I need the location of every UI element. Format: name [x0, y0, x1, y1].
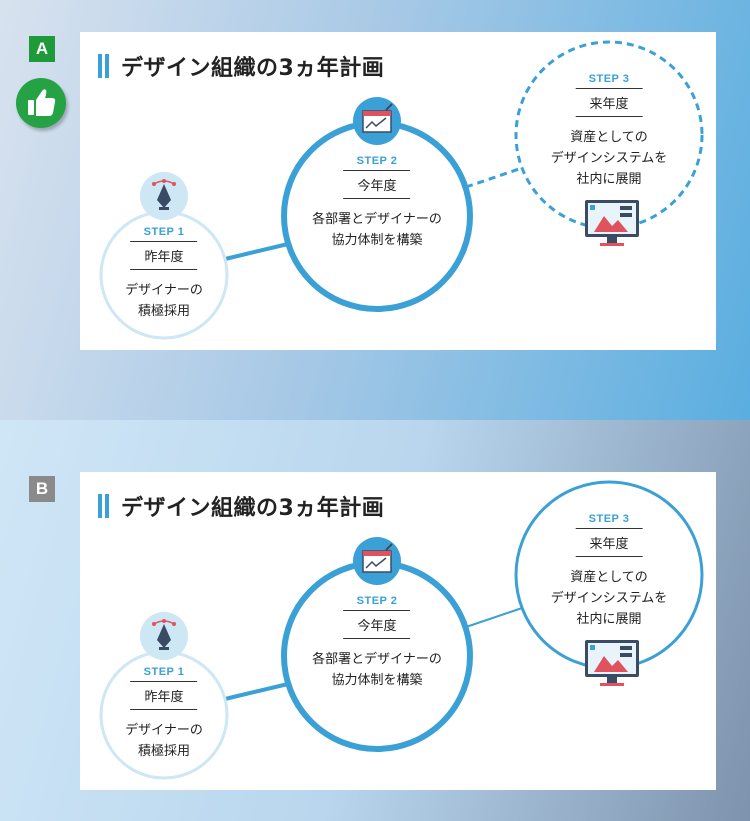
step-year: 今年度: [343, 170, 411, 199]
connector-line-1-2: [224, 682, 289, 701]
step-year: 来年度: [575, 88, 643, 117]
diagram-title-bar: デザイン組織の3ヵ年計画: [98, 50, 384, 82]
step-year: 今年度: [343, 610, 411, 639]
step3-text: STEP 3 来年度 資産としての デザインシステムを 社内に展開: [551, 513, 668, 630]
browser-chart-icon: [353, 97, 401, 145]
option-a-badge: A: [29, 36, 55, 62]
step1-text: STEP 1 昨年度 デザイナーの 積極採用: [125, 666, 203, 762]
monitor-design-icon: [585, 200, 639, 246]
option-b-card: デザイン組織の3ヵ年計画 STEP 1 昨年度 デザイナーの 積極採用 STEP…: [80, 472, 716, 790]
step-description-line: 協力体制を構築: [331, 673, 423, 688]
step-description-line: 社内に展開: [576, 612, 642, 627]
monitor-design-icon: [585, 640, 639, 686]
step-description-line: 各部署とデザイナーの: [312, 212, 442, 227]
title-accent-bars: [98, 494, 109, 518]
step-year: 昨年度: [130, 241, 198, 270]
step-label: STEP 1: [143, 666, 185, 678]
step-description-line: デザインシステムを: [550, 591, 668, 606]
step3-text: STEP 3 来年度 資産としての デザインシステムを 社内に展開: [551, 73, 668, 190]
step-description: 資産としての デザインシステムを 社内に展開: [551, 567, 668, 630]
step1-text: STEP 1 昨年度 デザイナーの 積極採用: [125, 226, 203, 322]
step-description: 各部署とデザイナーの 協力体制を構築: [312, 209, 442, 251]
pen-tool-icon: [140, 172, 188, 220]
step-description-line: 積極採用: [137, 744, 190, 759]
step-label: STEP 3: [588, 73, 630, 85]
step-label: STEP 2: [356, 155, 398, 167]
pen-tool-icon: [140, 612, 188, 660]
step-label: STEP 2: [356, 595, 398, 607]
thumbs-up-icon: [16, 78, 66, 128]
step-year: 昨年度: [130, 681, 198, 710]
step-description-line: 資産としての: [570, 130, 648, 145]
step-description: デザイナーの 積極採用: [125, 280, 203, 322]
diagram-title: デザイン組織の3ヵ年計画: [121, 56, 385, 81]
step-description-line: 各部署とデザイナーの: [312, 652, 442, 667]
step-year: 来年度: [575, 528, 643, 557]
step2-text: STEP 2 今年度 各部署とデザイナーの 協力体制を構築: [312, 595, 442, 691]
step-description-line: 協力体制を構築: [331, 233, 423, 248]
step2-text: STEP 2 今年度 各部署とデザイナーの 協力体制を構築: [312, 155, 442, 251]
step-description-line: 社内に展開: [576, 172, 642, 187]
step-description-line: デザインシステムを: [550, 151, 668, 166]
step-description-line: 資産としての: [570, 570, 648, 585]
title-accent-bars: [98, 54, 109, 78]
browser-chart-icon: [353, 537, 401, 585]
connector-line-2-3: [465, 606, 526, 628]
step-label: STEP 3: [588, 513, 630, 525]
step-description: 資産としての デザインシステムを 社内に展開: [551, 127, 668, 190]
diagram-title: デザイン組織の3ヵ年計画: [121, 496, 385, 521]
option-b-badge: B: [29, 476, 55, 502]
step-description-line: デザイナーの: [125, 723, 203, 738]
connector-line-2-3: [465, 165, 526, 189]
diagram-title-bar: デザイン組織の3ヵ年計画: [98, 490, 384, 522]
option-a-card: デザイン組織の3ヵ年計画 STEP 1 昨年度 デザイナーの 積極採用 STEP…: [80, 32, 716, 350]
connector-line-1-2: [224, 242, 289, 261]
step-description: 各部署とデザイナーの 協力体制を構築: [312, 649, 442, 691]
step-description-line: デザイナーの: [125, 283, 203, 298]
step-label: STEP 1: [143, 226, 185, 238]
step-description-line: 積極採用: [137, 304, 190, 319]
step-description: デザイナーの 積極採用: [125, 720, 203, 762]
